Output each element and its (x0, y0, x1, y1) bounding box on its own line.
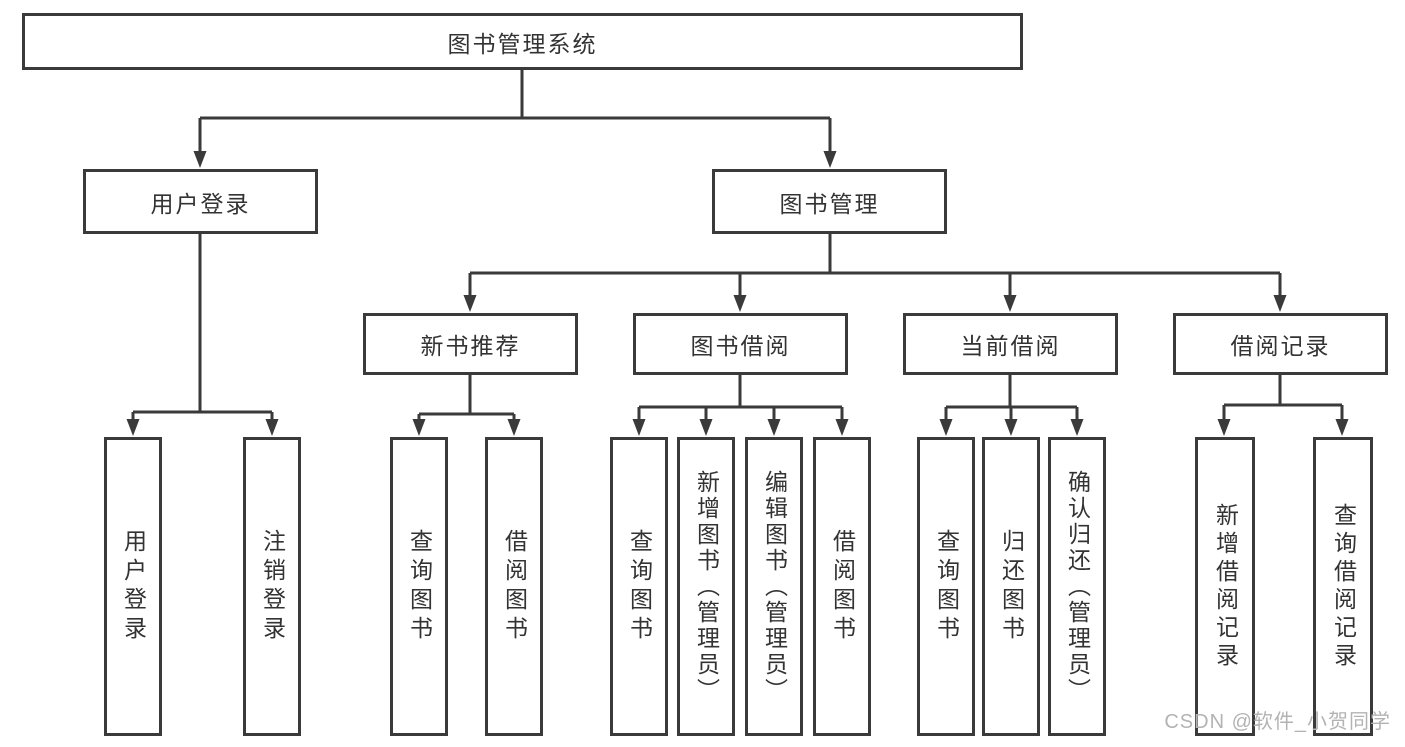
node-leaf-return-books: 归还图书 (982, 437, 1040, 736)
node-new-book-recommend: 新书推荐 (363, 313, 578, 375)
watermark: CSDN @软件_小贺同学 (1164, 711, 1391, 733)
node-leaf-query-books-1: 查询图书 (390, 437, 448, 736)
node-leaf-add-books-admin: 新增图书（管理员） (677, 437, 735, 736)
node-leaf-query-books-3: 查询图书 (917, 437, 975, 736)
node-user-login: 用户登录 (83, 169, 318, 234)
node-leaf-logout: 注销登录 (243, 437, 301, 736)
node-book-borrowing: 图书借阅 (633, 313, 848, 375)
node-leaf-confirm-return-admin: 确认归还（管理员） (1048, 437, 1106, 736)
node-leaf-borrow-books-1: 借阅图书 (485, 437, 543, 736)
node-root: 图书管理系统 (22, 13, 1023, 70)
node-borrowing-records: 借阅记录 (1173, 313, 1388, 375)
node-leaf-edit-books-admin: 编辑图书（管理员） (745, 437, 803, 736)
node-leaf-user-login: 用户登录 (104, 437, 162, 736)
node-book-management: 图书管理 (712, 169, 947, 234)
node-leaf-borrow-books-2: 借阅图书 (813, 437, 871, 736)
node-leaf-query-borrow-record: 查询借阅记录 (1313, 437, 1373, 736)
node-current-borrowing: 当前借阅 (903, 313, 1118, 375)
node-leaf-query-books-2: 查询图书 (610, 437, 668, 736)
node-leaf-add-borrow-record: 新增借阅记录 (1195, 437, 1255, 736)
